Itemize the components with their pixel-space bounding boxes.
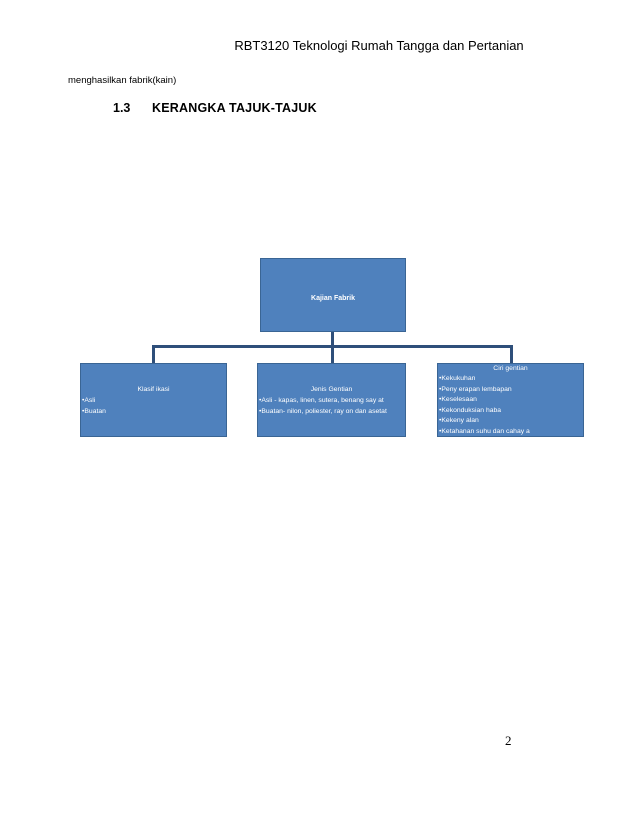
connector-branch-right [510, 345, 513, 363]
intro-text: menghasilkan fabrik(kain) [68, 75, 177, 86]
node-item-list: •Asli •Buatan [82, 396, 106, 417]
connector-branch-left [152, 345, 155, 363]
connector-branch-center [331, 345, 334, 363]
page-number: 2 [505, 733, 512, 748]
diagram-node-klasifikasi: Klasif ikasi •Asli •Buatan [80, 363, 227, 437]
diagram-root-node: Kajian Fabrik [260, 258, 406, 332]
root-node-label: Kajian Fabrik [311, 295, 355, 302]
node-item-list: •Asli - kapas, linen, sutera, benang say… [259, 396, 387, 417]
diagram-node-ciri-gentian: Ciri gentian •Kekukuhan •Peny erapan lem… [437, 363, 584, 437]
section-number: 1.3 [113, 101, 131, 115]
connector-root-stem [331, 332, 334, 346]
node-item: •Kekeny alan [439, 417, 479, 424]
node-item: •Asli - kapas, linen, sutera, benang say… [259, 397, 384, 404]
node-title: Klasif ikasi [137, 386, 170, 393]
node-item: •Asli [82, 397, 96, 404]
diagram-node-jenis-gentian: Jenis Gentian •Asli - kapas, linen, sute… [257, 363, 406, 437]
node-item: •Ketahanan suhu dan cahay a [439, 427, 530, 435]
document-header-title: RBT3120 Teknologi Rumah Tangga dan Perta… [234, 38, 524, 53]
node-item: •Buatan [82, 407, 106, 415]
node-title: Jenis Gentian [310, 386, 353, 393]
node-item: •Buatan- nilon, poliester, ray on dan as… [259, 407, 387, 415]
node-item-list: •Kekukuhan •Peny erapan lembapan •Kesele… [439, 374, 530, 437]
node-item: •Kekonduksian haba [439, 406, 502, 414]
node-item: •Kekukuhan [439, 375, 476, 382]
section-title: KERANGKA TAJUK-TAJUK [152, 101, 317, 115]
node-item: •Peny erapan lembapan [439, 385, 512, 393]
node-item: •Keselesaan [439, 396, 477, 403]
node-title: Ciri gentian [493, 365, 528, 372]
